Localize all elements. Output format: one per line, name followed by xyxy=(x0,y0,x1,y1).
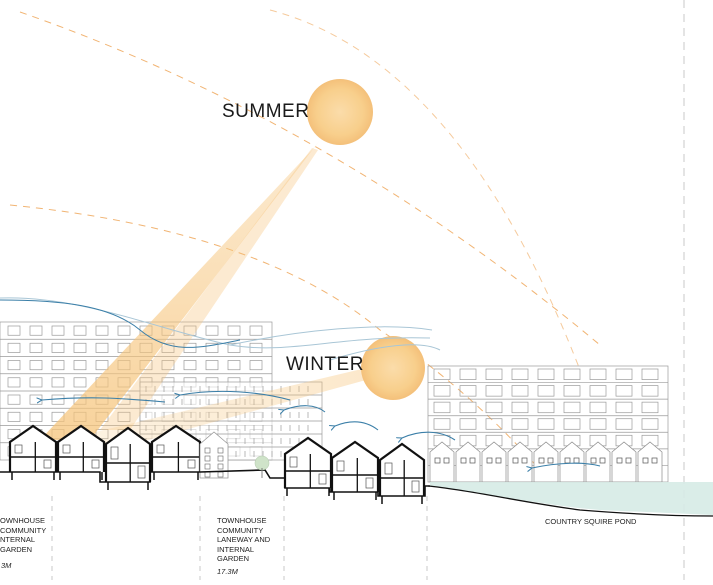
zone-middle-line-2: COMMUNITY xyxy=(217,525,264,535)
zone-middle-line-3: LANEWAY AND xyxy=(217,535,271,544)
wind-arrows xyxy=(42,390,601,468)
pond-bank xyxy=(427,485,713,517)
apartment-block-right xyxy=(427,365,669,483)
townhouse-section xyxy=(8,424,58,480)
summer-sun-beam-core xyxy=(100,148,318,430)
zone-left-line-2: COMMUNITY xyxy=(0,525,47,535)
townhouse-section xyxy=(104,426,152,490)
zone-left-line-4: GARDEN xyxy=(0,544,33,554)
zone-label-right: COUNTRY SQUIRE POND xyxy=(545,517,636,527)
zone-left-height: 3M xyxy=(1,561,12,570)
zone-middle-line-4: INTERNAL xyxy=(217,544,255,554)
outer-sun-path xyxy=(269,9,581,371)
zone-middle-height: 17.3M xyxy=(217,567,238,576)
summer-sun-icon xyxy=(307,79,373,145)
summer-label: SUMMER xyxy=(222,101,310,122)
wind-flow-lines xyxy=(0,297,441,361)
ground-section-line xyxy=(0,469,430,497)
tree-icon xyxy=(254,455,270,478)
zone-left-line-3: NTERNAL xyxy=(0,535,36,544)
townhouse-section xyxy=(330,440,380,500)
zone-middle-line-1: TOWNHOUSE xyxy=(217,516,267,525)
zone-label-left: OWNHOUSE COMMUNITY NTERNAL GARDEN xyxy=(0,516,46,554)
townhouse-sections xyxy=(8,424,426,504)
townhouse-section xyxy=(56,424,106,480)
winter-sun-icon xyxy=(361,336,425,400)
townhouse-elevation xyxy=(199,431,229,479)
zone-dividers xyxy=(51,496,428,580)
pond-water xyxy=(430,482,713,515)
zone-left-line-1: OWNHOUSE xyxy=(0,516,45,525)
zone-label-middle: TOWNHOUSE COMMUNITY LANEWAY AND INTERNAL… xyxy=(217,516,270,564)
zone-middle-line-5: GARDEN xyxy=(217,554,250,563)
winter-sun-path xyxy=(9,204,541,471)
summer-sun-path xyxy=(19,11,601,346)
townhouse-section xyxy=(283,436,333,496)
townhouse-section xyxy=(378,442,426,504)
winter-label: WINTER xyxy=(286,354,364,375)
zone-right-line-1: COUNTRY SQUIRE POND xyxy=(545,517,637,526)
